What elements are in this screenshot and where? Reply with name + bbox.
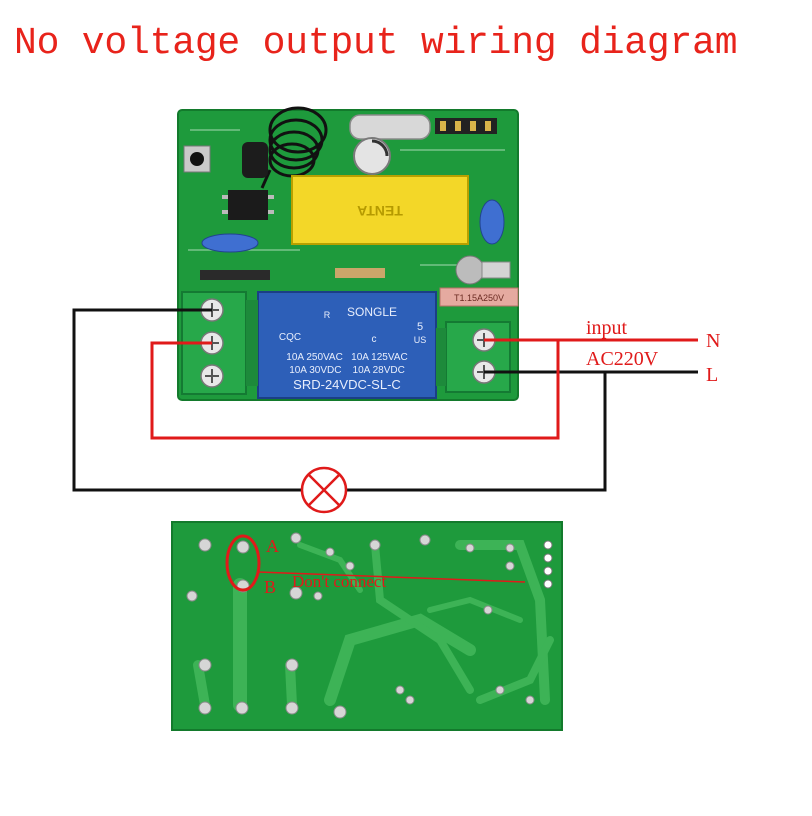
relay-rating-1: 10A 250VAC 10A 125VAC [286,352,407,363]
relay-5-mark: 5 [417,321,423,333]
pcb-silkscreen [188,129,510,266]
relay-us-mark: US [414,335,427,345]
relay-rating-2: 10A 30VDC 10A 28VDC [289,365,405,376]
copper-traces [193,540,554,712]
black-wire-return [346,372,607,492]
input-terminal-block [436,321,511,393]
point-a-label: A [266,536,279,556]
resistor [335,268,385,278]
relay: SONGLE R CQC c 5 US 10A 250VAC 10A 125VA… [257,291,437,399]
l-label: L [706,364,718,386]
relay-model: SRD-24VDC-SL-C [293,377,401,392]
relay-r-mark: R [324,310,331,320]
ab-highlight-ring [225,534,261,592]
crystal-oscillator [349,114,431,140]
transformer-label: TENTA [357,203,403,219]
fuse-label: T1.15A250V [454,293,504,303]
header-pins [435,118,497,134]
relay-brand: SONGLE [347,305,397,319]
point-b-label: B [264,577,276,597]
ic-chip [222,190,274,220]
header-holes [543,540,553,589]
red-wire-common [150,340,560,440]
input-label: input [586,317,628,339]
black-capacitor [242,142,268,178]
pcb-back-substrate [171,521,563,731]
blue-capacitor [201,233,259,253]
n-label: N [706,330,720,352]
push-button [183,145,211,173]
solder-pads [186,532,535,719]
relay-c-mark: c [372,334,377,345]
dont-connect-warning: Don't connect [292,572,386,591]
diode [200,270,270,280]
voltage-label: AC220V [586,348,659,370]
relay-cqc-mark: CQC [279,332,301,343]
yellow-transformer: TENTA [291,175,469,245]
page-title: No voltage output wiring diagram [14,22,738,65]
warning-line [257,571,526,583]
varistor [455,255,511,285]
terminal-screw-bottom [200,364,224,388]
black-wire-load [72,308,302,492]
bottom-pcb-board: A B Don't connect [171,521,563,731]
fuse: T1.15A250V [439,287,519,307]
blue-capacitor [479,199,505,245]
top-pcb-board: TENTA T1.15A250V SONGLE R CQC c 5 US 10A… [177,106,519,401]
lamp-symbol [300,466,348,514]
electrolytic-capacitor [353,137,391,175]
